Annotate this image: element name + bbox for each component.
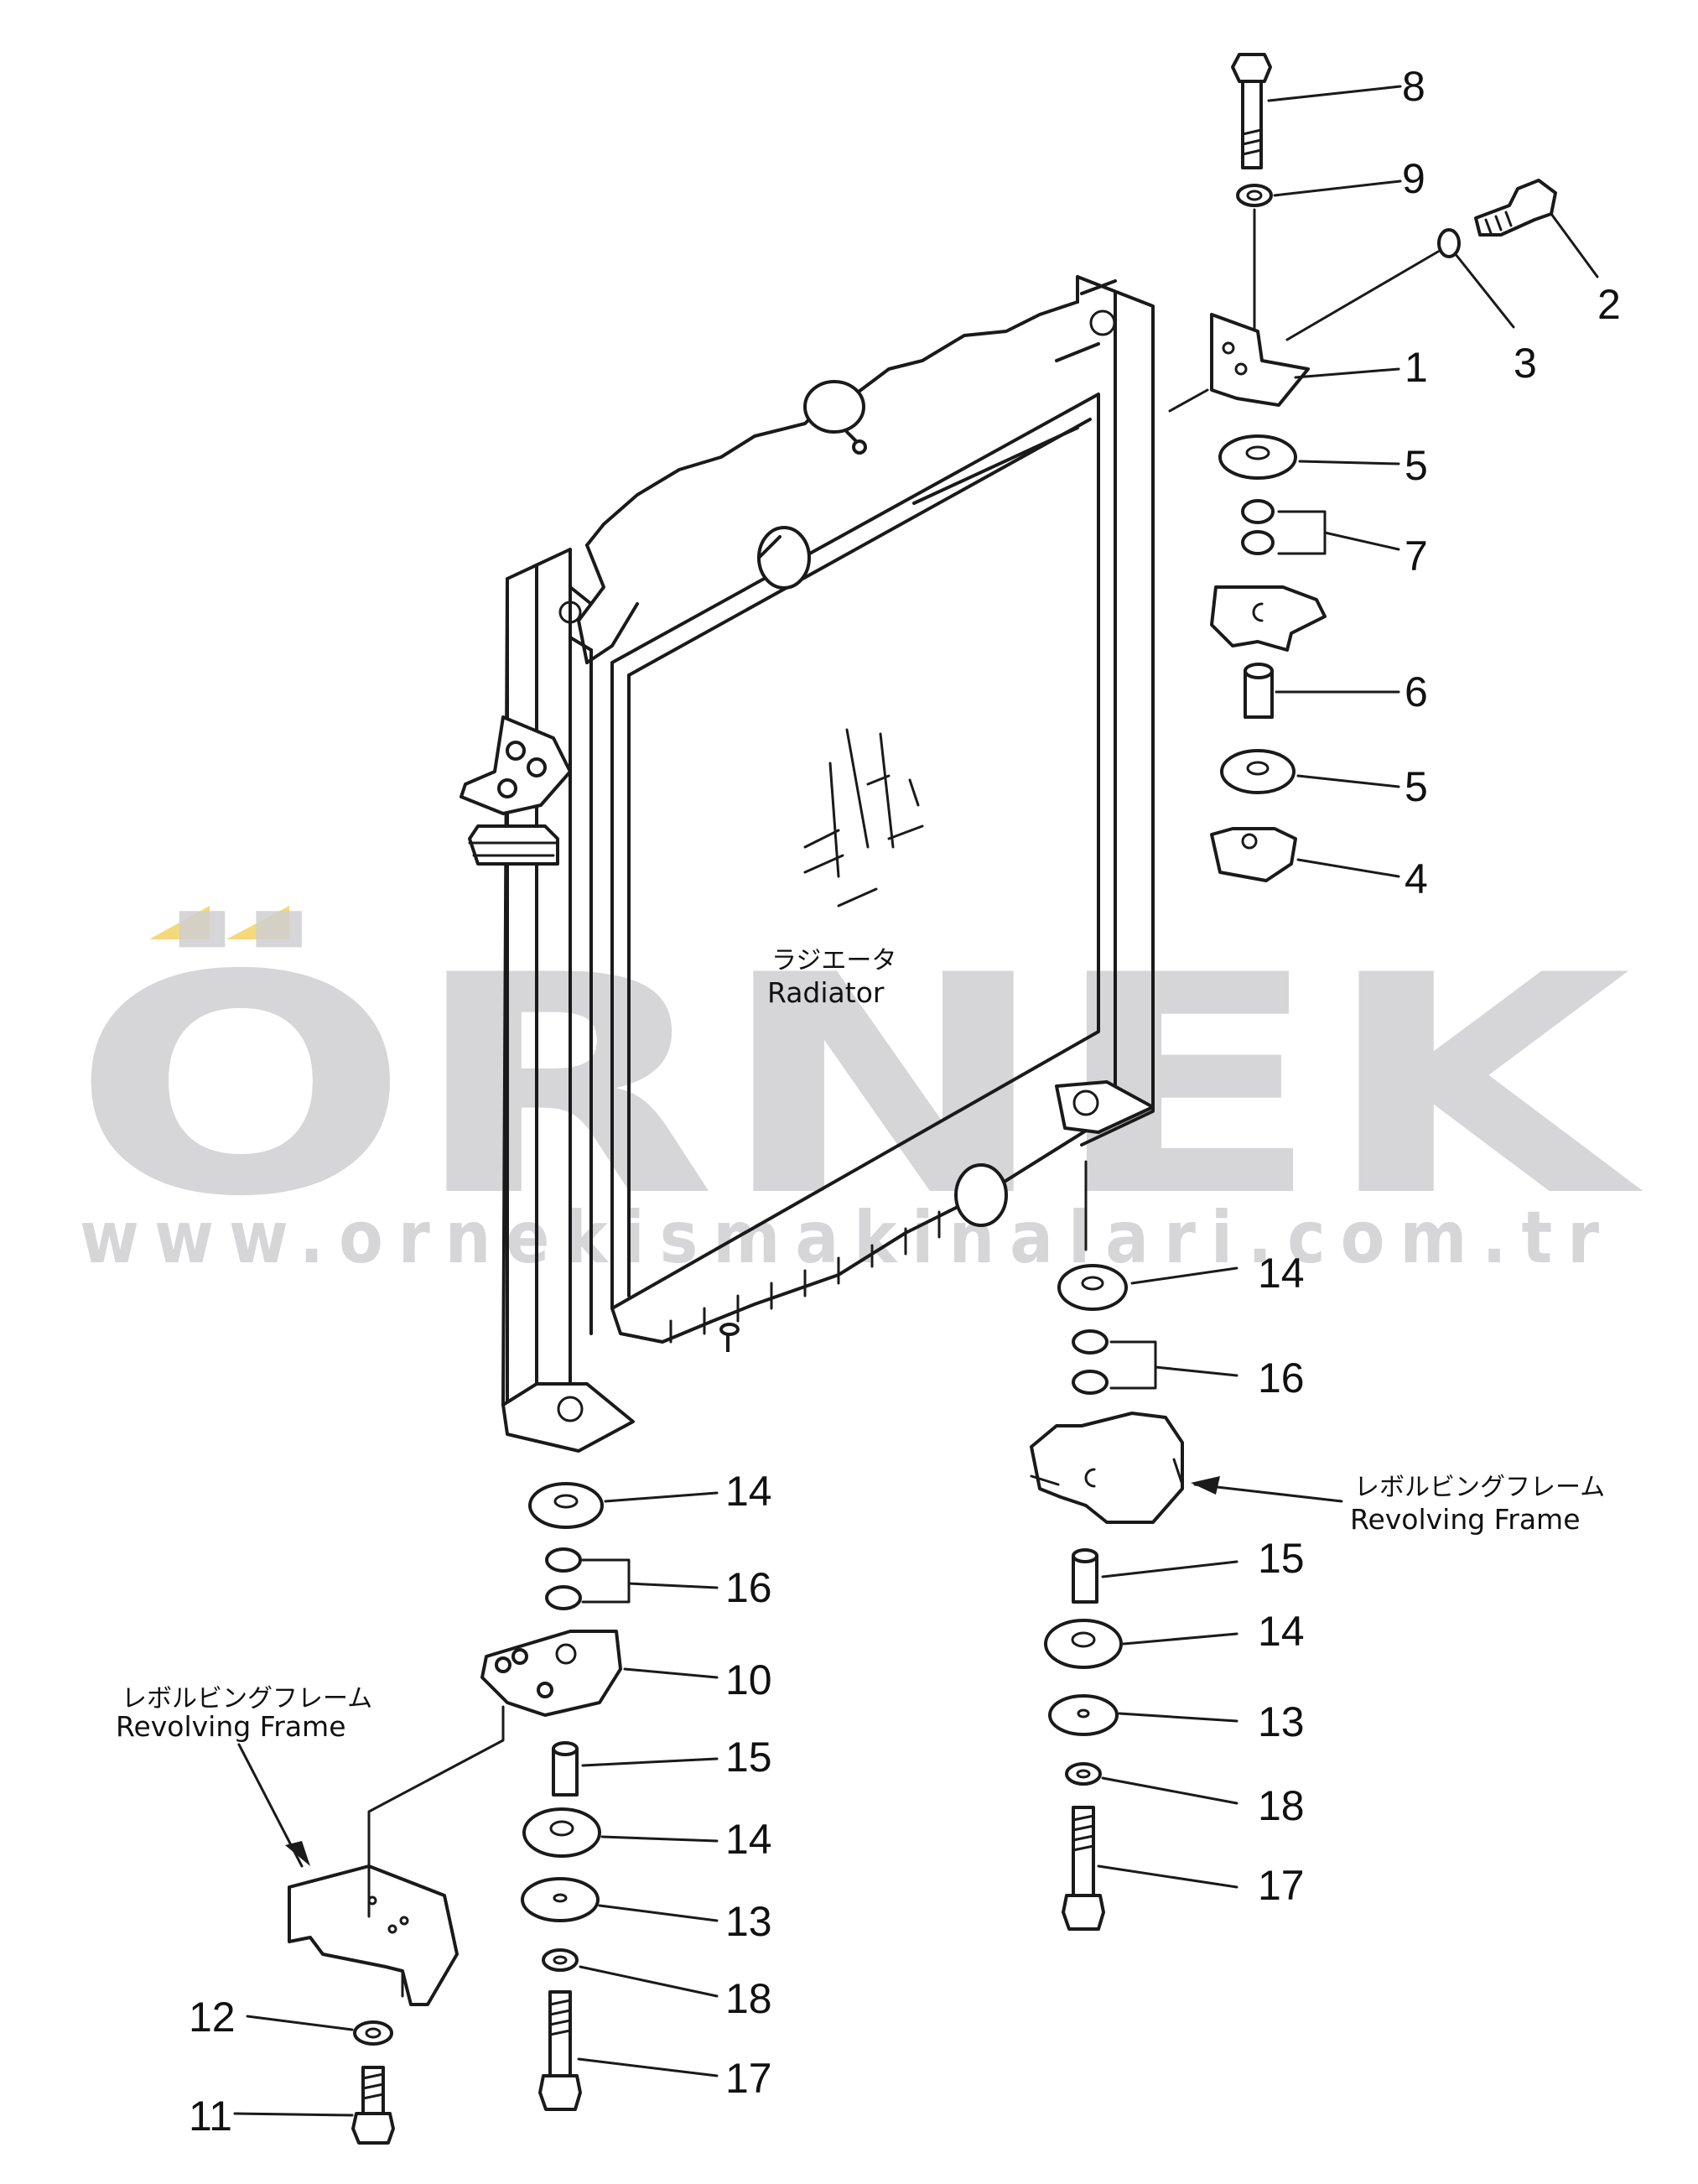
callout-13-right: 13 [1258, 1698, 1305, 1745]
radiator [460, 275, 1155, 1453]
revolving-frame-label-en-right: Revolving Frame [1350, 1503, 1581, 1536]
callout-14-left-lower: 14 [725, 1816, 772, 1863]
callout-13-left: 13 [725, 1898, 772, 1945]
revolving-frame-label-en-left: Revolving Frame [116, 1710, 346, 1743]
revolving-frame-label-jp-left: レボルビングフレーム [122, 1684, 372, 1713]
left-lower-stack [367, 1482, 719, 2111]
callout-3: 3 [1514, 340, 1537, 387]
callout-2: 2 [1597, 281, 1621, 328]
revolving-frame-label-jp-right: レボルビングフレーム [1354, 1473, 1605, 1502]
radiator-label-en: Radiator [767, 976, 885, 1009]
callout-9: 9 [1402, 155, 1425, 202]
watermark-accent-right [226, 906, 289, 939]
right-lower-stack [1030, 1160, 1343, 1931]
callout-18-right: 18 [1258, 1782, 1305, 1829]
callout-16-right: 16 [1258, 1355, 1305, 1401]
callout-12: 12 [189, 1994, 236, 2041]
callout-5-lower: 5 [1405, 763, 1428, 810]
callouts: 8 9 2 3 1 5 7 6 5 4 14 16 15 14 13 18 17… [189, 63, 1621, 2140]
watermark-logo: ÖRNEK [71, 908, 1646, 1263]
callout-15-right: 15 [1258, 1535, 1305, 1582]
callout-16-left: 16 [725, 1564, 772, 1611]
callout-4: 4 [1405, 855, 1428, 902]
radiator-label-jp: ラジエータ [771, 946, 896, 975]
callout-6: 6 [1405, 668, 1428, 715]
callout-5-upper: 5 [1405, 442, 1428, 489]
callout-14-right-lower: 14 [1258, 1608, 1305, 1655]
callout-10: 10 [725, 1656, 772, 1703]
left-frame-group [233, 1743, 459, 2145]
callout-14-left-upper: 14 [725, 1468, 772, 1515]
callout-15-left: 15 [725, 1734, 772, 1781]
callout-17-right: 17 [1258, 1862, 1305, 1909]
callout-11: 11 [189, 2093, 232, 2140]
callout-8: 8 [1402, 63, 1425, 110]
bolt-8-part [1231, 53, 1272, 83]
right-upper-stack [1168, 53, 1599, 882]
callout-17-left: 17 [725, 2055, 772, 2102]
watermark-url: www.ornekismakinalari.com.tr [80, 1196, 1614, 1280]
watermark-accent-left [149, 906, 210, 939]
callout-1: 1 [1405, 344, 1428, 391]
callout-7: 7 [1405, 533, 1428, 580]
callout-14-right-upper: 14 [1258, 1250, 1305, 1297]
watermark: ÖRNEK www.ornekismakinalari.com.tr [71, 906, 1646, 1280]
callout-18-left: 18 [725, 1975, 772, 2022]
